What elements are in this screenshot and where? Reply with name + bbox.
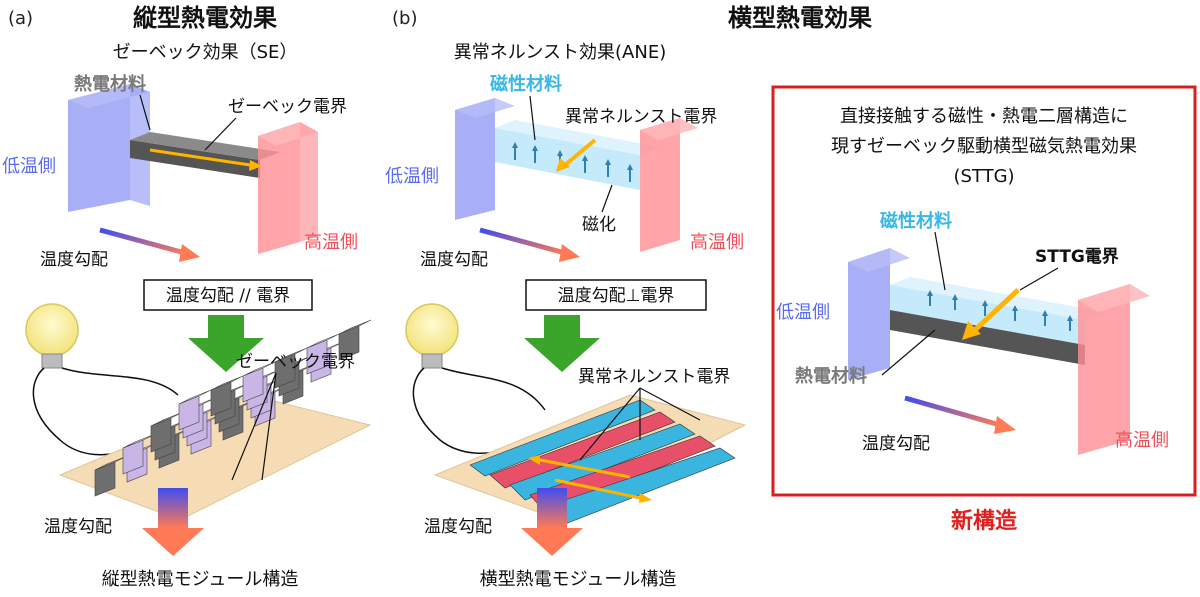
module-field-label-b: 異常ネルンスト電界	[578, 367, 730, 387]
module-field-arrow-b2	[554, 478, 641, 500]
panel-b-subtitle: 異常ネルンスト効果(ANE)	[454, 42, 666, 63]
sttg-leader	[1019, 267, 1059, 291]
new-title-line3: (STTG)	[953, 166, 1014, 187]
thermo-leader-new	[881, 329, 936, 376]
cold-label-new: 低温側	[776, 302, 830, 323]
lightbulb-icon-a	[25, 303, 79, 369]
magnetization-arrowhead	[532, 145, 538, 151]
cold-reservoir-b	[455, 98, 515, 220]
green-down-arrow-b	[524, 315, 600, 372]
panel-a-label: (a)	[8, 8, 33, 29]
module-field-label-a: ゼーベック電界	[236, 352, 355, 372]
module-gradient-label-b: 温度勾配	[424, 517, 492, 537]
module-caption-b: 横型熱電モジュール構造	[480, 569, 677, 590]
material-label-a: 熱電材料	[74, 73, 146, 95]
panel-b-title: 横型熱電効果	[728, 4, 872, 32]
magnetization-arrowhead	[982, 300, 988, 306]
sttg-field-label: STTG電界	[1035, 247, 1119, 267]
condition-label-b: 温度勾配⊥電界	[558, 286, 675, 306]
gradient-arrow-b	[479, 227, 580, 262]
gradient-label-a: 温度勾配	[40, 250, 108, 270]
module-leader-a2	[261, 372, 277, 481]
field-leader-a	[204, 117, 237, 151]
module-elements-a	[94, 319, 372, 497]
panel-b-label: (b)	[392, 8, 417, 29]
module-field-arrow-b1	[539, 458, 631, 479]
hot-label-b: 高温側	[690, 232, 744, 253]
module-stripe	[469, 399, 656, 477]
thermo-label-new: 熱電材料	[795, 365, 867, 387]
magnetization-arrowhead	[512, 142, 518, 148]
field-label-a: ゼーベック電界	[228, 97, 347, 117]
circuit-wire-b1	[412, 367, 507, 454]
magnetic-bar-b	[495, 120, 660, 190]
module-stripe	[489, 411, 676, 489]
module-element-top	[338, 319, 372, 335]
module-gradient-label-a: 温度勾配	[44, 517, 112, 537]
module-gradient-arrow-b	[521, 488, 583, 556]
sttg-field-arrow	[973, 288, 1020, 332]
panel-a-subtitle: ゼーベック効果（SE）	[113, 42, 298, 63]
magnetization-arrowhead	[1067, 315, 1073, 321]
ane-field-arrow	[563, 138, 597, 167]
material-label-b: 磁性材料	[490, 73, 562, 95]
magnetic-leader-new	[934, 231, 946, 291]
module-leader-a1	[231, 372, 277, 481]
magnetization-arrowhead	[605, 159, 611, 165]
gradient-label-new: 温度勾配	[862, 434, 930, 454]
hot-reservoir-new	[1078, 284, 1150, 455]
magnetization-arrowhead	[1012, 305, 1018, 311]
magnetization-arrowhead	[927, 290, 933, 296]
magnetization-arrowhead	[582, 155, 588, 161]
hot-label-new: 高温側	[1115, 430, 1169, 451]
module-field-arrowhead-b2	[639, 493, 652, 503]
gradient-arrow-new	[904, 395, 1016, 434]
magnetization-leader-b	[601, 184, 613, 213]
gradient-label-b: 温度勾配	[420, 250, 488, 270]
new-title-line2: 現すゼーベック駆動横型磁気熱電効果	[831, 136, 1137, 157]
magnetization-arrowhead	[1042, 310, 1048, 316]
gradient-arrow-a	[99, 227, 200, 262]
circuit-wire-b2	[441, 367, 546, 411]
sttg-field-arrowhead	[962, 321, 981, 340]
module-caption-a: 縦型熱電モジュール構造	[102, 569, 299, 590]
cold-label-b: 低温側	[385, 166, 439, 187]
magnetization-arrowhead	[627, 164, 633, 170]
condition-box-a	[143, 279, 313, 311]
condition-label-a: 温度勾配 // 電界	[166, 286, 290, 306]
magnetization-label-b: 磁化	[582, 215, 616, 235]
lightbulb-icon-b	[405, 303, 459, 369]
new-title-line1: 直接接触する磁性・熱電二層構造に	[840, 106, 1128, 127]
magnetization-arrowhead	[952, 294, 958, 300]
module-field-arrowhead-b1	[528, 455, 540, 465]
new-structure-caption: 新構造	[951, 508, 1017, 534]
magnetization-arrowhead	[557, 150, 563, 156]
material-leader-a	[139, 94, 151, 131]
circuit-wire-a1	[32, 367, 131, 456]
panel-a-title: 縦型熱電効果	[133, 4, 277, 32]
cold-reservoir-a	[68, 84, 150, 212]
ane-field-arrowhead	[556, 158, 570, 172]
field-label-b: 異常ネルンスト電界	[565, 107, 717, 127]
module-leader-b3	[639, 387, 701, 421]
seebeck-field-arrowhead	[249, 160, 262, 171]
cold-reservoir-new	[848, 248, 910, 380]
magnetization-arrows-new	[927, 290, 1073, 331]
hot-reservoir-b	[640, 118, 698, 252]
thermoelectric-bar-a	[130, 132, 280, 178]
magnetic-label-new: 磁性材料	[880, 210, 952, 232]
cold-label-a: 低温側	[2, 156, 56, 177]
circuit-wire-a2	[61, 367, 179, 396]
green-down-arrow-a	[188, 315, 264, 372]
condition-box-b	[525, 279, 707, 311]
material-leader-b	[529, 95, 536, 141]
hot-label-a: 高温側	[304, 232, 358, 253]
module-leader-b1	[579, 387, 641, 461]
module-gradient-arrow-a	[142, 488, 204, 556]
new-structure-frame	[771, 85, 1197, 497]
hot-reservoir-a	[258, 122, 318, 254]
magnetization-arrows-b	[512, 142, 633, 182]
seebeck-field-arrow	[149, 148, 251, 167]
